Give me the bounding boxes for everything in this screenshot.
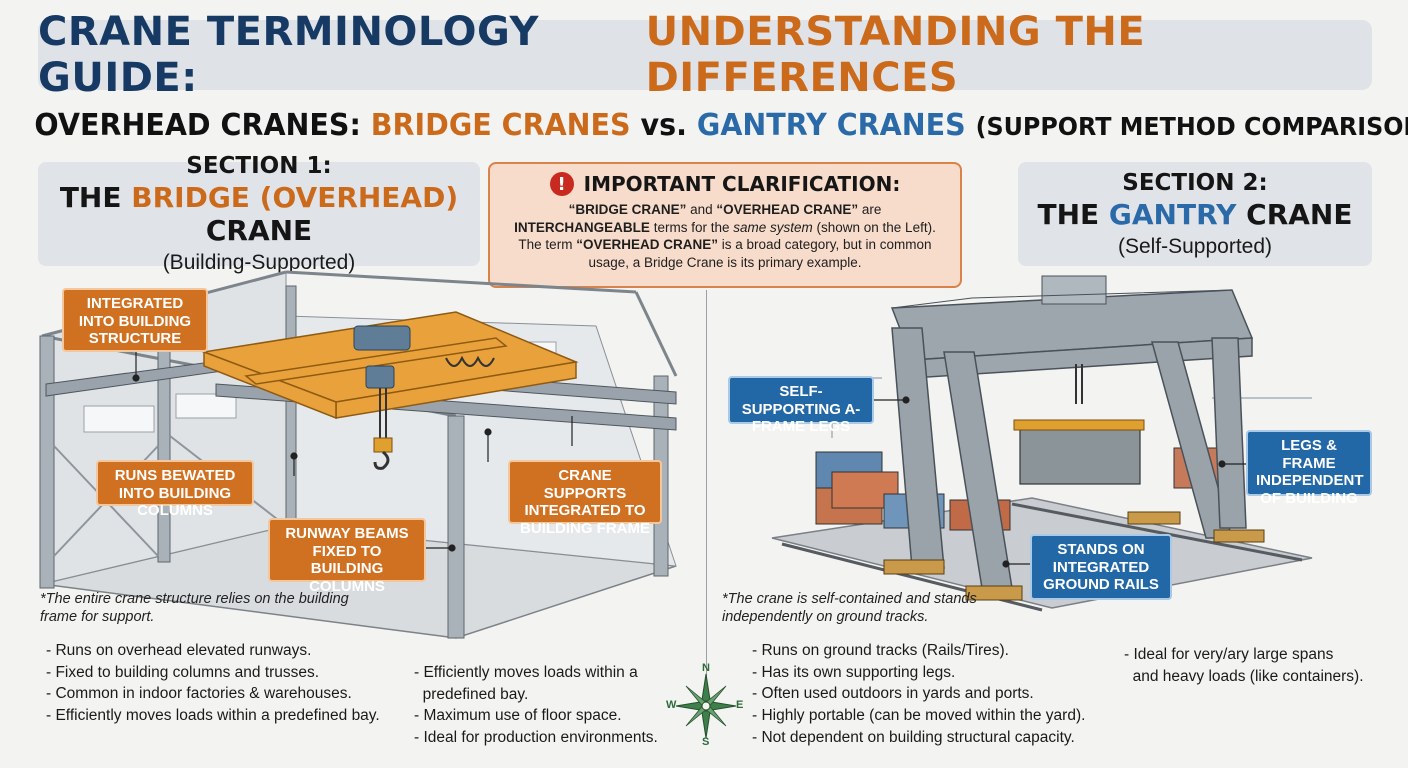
list-item: - Maximum use of floor space. [414, 707, 622, 725]
list-item: - Ideal for very/ary large spans [1124, 646, 1334, 663]
bridge-features-list-b: - Efficiently moves loads within a prede… [414, 662, 658, 749]
page-title: CRANE TERMINOLOGY GUIDE: UNDERSTANDING T… [38, 9, 1372, 101]
compass-w: W [666, 699, 677, 711]
clar-s11: is a broad category, but in common usage… [588, 237, 932, 270]
list-item: - Not dependent on building structural c… [752, 728, 1075, 746]
section-2-name-pre: THE [1037, 197, 1100, 231]
callout-ground-rails: STANDS ON INTEGRATED GROUND RAILS [1030, 534, 1172, 600]
clarification-heading: ! IMPORTANT CLARIFICATION: [500, 172, 950, 196]
section-2-name: THE GANTRY CRANE [1037, 198, 1352, 231]
clar-s4: are [858, 202, 882, 217]
gantry-crane-illustration [771, 275, 1313, 612]
subtitle-vs: vs. [640, 108, 687, 143]
gantry-railing [891, 289, 1233, 309]
list-item: - Common in indoor factories & warehouse… [46, 685, 352, 703]
hoist-trolley [353, 325, 411, 470]
bridge-callout-lines [132, 351, 573, 552]
section-2-name-post: CRANE [1246, 197, 1353, 231]
section-2-header: SECTION 2: THE GANTRY CRANE (Self-Suppor… [1018, 162, 1372, 266]
page-subtitle: OVERHEAD CRANES: BRIDGE CRANES vs. GANTR… [34, 108, 1408, 143]
clarification-text: “BRIDGE CRANE” and “OVERHEAD CRANE” are … [500, 201, 950, 271]
subtitle-gantry: GANTRY CRANES [696, 108, 966, 143]
hanging-container [1013, 364, 1145, 485]
callout-self-supporting-legs: SELF-SUPPORTING A-FRAME LEGS [728, 376, 874, 435]
title-part-2: UNDERSTANDING THE DIFFERENCES [645, 9, 1146, 101]
gantry-features-list-a: - Runs on ground tracks (Rails/Tires). -… [752, 640, 1085, 748]
festoon-cables [445, 355, 495, 367]
compass-rose: N S E W [664, 662, 748, 748]
callout-integrated-structure: INTEGRATED INTO BUILDING STRUCTURE [62, 288, 208, 352]
clar-s9: The term [518, 237, 577, 253]
list-item: - Highly portable (can be moved within t… [752, 707, 1086, 725]
subtitle-tail: (SUPPORT METHOD COMPARISON) [975, 112, 1408, 141]
gantry-callout-lines [872, 396, 1246, 568]
section-1-sub: (Building-Supported) [162, 251, 356, 274]
list-item: - Fixed to building columns and trusses. [46, 663, 320, 681]
section-1-name-post: CRANE [205, 214, 313, 247]
section-2-sub: (Self-Supported) [1117, 234, 1273, 258]
compass-s: S [702, 736, 710, 748]
bridge-note: *The entire crane structure relies on th… [40, 591, 349, 626]
list-item: - Efficiently moves loads within a [414, 664, 638, 681]
clarification-heading-text: IMPORTANT CLARIFICATION: [583, 172, 901, 196]
compass-e: E [736, 699, 744, 711]
list-item: - Runs on ground tracks (Rails/Tires). [752, 642, 1009, 659]
clar-s10: “OVERHEAD CRANE” [576, 237, 718, 253]
gantry-features-list-b: - Ideal for very/ary large spans and hea… [1124, 644, 1364, 687]
list-item: - Efficiently moves loads within a prede… [46, 707, 380, 725]
gantry-legs [891, 327, 1247, 589]
clar-s1: “BRIDGE CRANE” [568, 202, 687, 217]
section-1-number: SECTION 1: [186, 153, 332, 179]
title-part-1: CRANE TERMINOLOGY GUIDE: [38, 9, 539, 101]
center-divider [706, 290, 707, 730]
gantry-bogies [883, 511, 1265, 601]
callout-runs-elevated: RUNS BEWATED INTO BUILDING COLUMNS [96, 460, 254, 519]
section-1-name: THE BRIDGE (OVERHEAD) CRANE [38, 181, 480, 247]
section-2-number: SECTION 2: [1122, 169, 1268, 196]
subtitle-lead: OVERHEAD CRANES: [34, 108, 361, 143]
callout-crane-supports: CRANE SUPPORTS INTEGRATED TO BUILDING FR… [508, 460, 662, 537]
section-1-name-pre: THE [59, 181, 122, 214]
gantry-trolley-house [1041, 275, 1107, 305]
compass-icon [675, 673, 737, 739]
clar-s6: terms for the [649, 219, 734, 235]
compass-n: N [702, 662, 710, 674]
callout-runway-beams: RUNWAY BEAMS FIXED TO BUILDING COLUMNS [268, 518, 426, 595]
section-1-name-accent: BRIDGE (OVERHEAD) [131, 181, 459, 214]
bridge-girders [201, 311, 579, 420]
subtitle-bridge: BRIDGE CRANES [370, 108, 631, 143]
bridge-features-list-a: - Runs on overhead elevated runways. - F… [46, 640, 380, 727]
gantry-note: *The crane is self-contained and stands … [722, 591, 977, 626]
clar-s8: (shown on the Left). [812, 219, 936, 235]
list-item: - Runs on overhead elevated runways. [46, 642, 312, 659]
clar-s5: INTERCHANGEABLE [514, 219, 650, 235]
clarification-box: ! IMPORTANT CLARIFICATION: “BRIDGE CRANE… [488, 162, 962, 288]
list-item: predefined bay. [414, 685, 529, 703]
list-item: - Ideal for production environments. [414, 729, 658, 747]
section-2-name-accent: GANTRY [1108, 197, 1237, 231]
list-item: - Often used outdoors in yards and ports… [752, 685, 1034, 703]
list-item: - Has its own supporting legs. [752, 663, 956, 681]
section-1-header: SECTION 1: THE BRIDGE (OVERHEAD) CRANE (… [38, 153, 480, 274]
callout-independent-frame: LEGS & FRAME INDEPENDENT OF BUILDING [1246, 430, 1372, 507]
clar-s7: same system [733, 219, 813, 235]
list-item: and heavy loads (like containers). [1124, 667, 1364, 685]
alert-icon: ! [549, 172, 574, 196]
clar-s3: “OVERHEAD CRANE” [716, 202, 859, 217]
clar-s2: and [686, 202, 717, 217]
